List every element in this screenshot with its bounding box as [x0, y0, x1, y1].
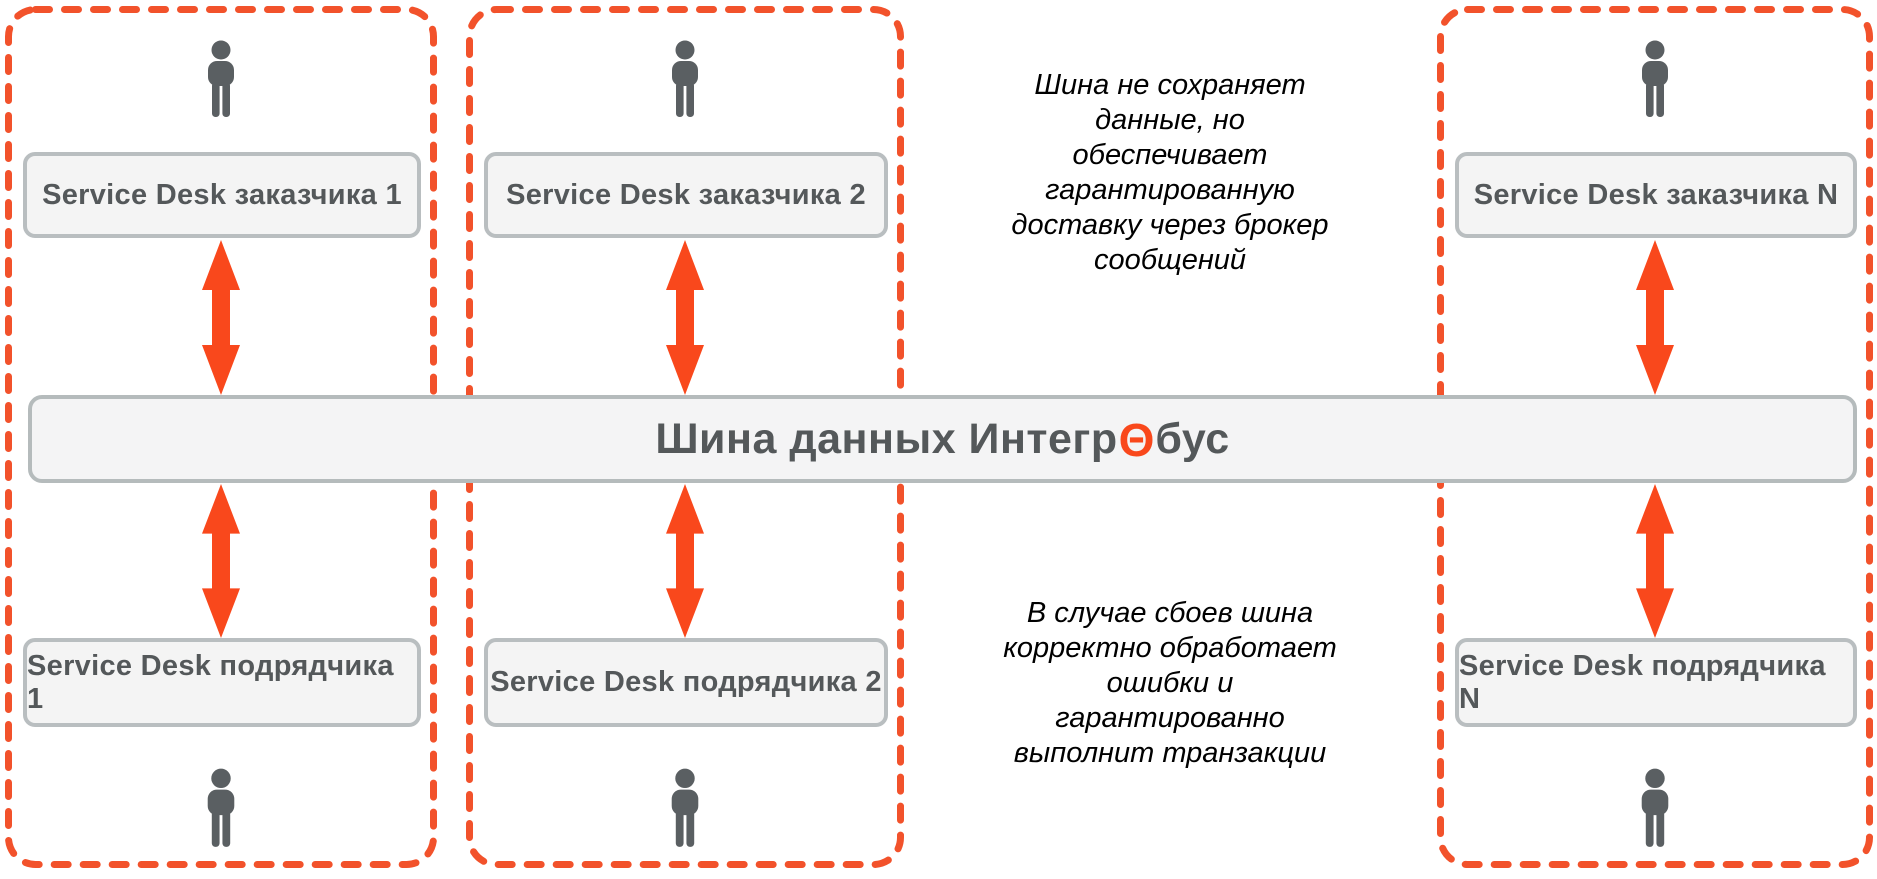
person-icon	[1633, 40, 1678, 123]
service-desk-customer-label-1: Service Desk заказчика 1	[42, 178, 402, 211]
bus-note-bottom: В случае сбоев шина корректно обработает…	[1003, 597, 1337, 769]
service-desk-customer-label-n: Service Desk заказчика N	[1473, 178, 1839, 211]
theta-logo-icon: Θ	[1118, 414, 1155, 466]
dashed-border	[1437, 6, 1873, 868]
column-customer-1: Service Desk заказчика 1 Service Desk по…	[5, 6, 437, 868]
column-customer-n: Service Desk заказчика N Service Desk по…	[1437, 6, 1873, 868]
service-desk-contractor-box-1: Service Desk подрядчика 1	[23, 638, 421, 727]
service-desk-customer-label-2: Service Desk заказчика 2	[506, 178, 866, 211]
service-desk-contractor-box-2: Service Desk подрядчика 2	[484, 638, 888, 727]
person-icon	[199, 40, 244, 123]
service-desk-customer-box-1: Service Desk заказчика 1	[23, 152, 421, 238]
bus-label-suffix: бус	[1155, 414, 1230, 463]
service-desk-contractor-label-2: Service Desk подрядчика 2	[490, 666, 882, 698]
service-desk-contractor-label-n: Service Desk подрядчика N	[1459, 649, 1826, 715]
bidirectional-arrow-icon	[1635, 484, 1675, 638]
data-bus-bar: Шина данных Интегр Θ бус	[28, 395, 1857, 483]
service-desk-customer-box-2: Service Desk заказчика 2	[484, 152, 888, 238]
column-customer-2: Service Desk заказчика 2 Service Desk по…	[466, 6, 904, 868]
bus-label-prefix: Шина данных Интегр	[655, 414, 1118, 463]
bidirectional-arrow-icon	[665, 240, 705, 395]
bidirectional-arrow-icon	[1635, 240, 1675, 395]
person-icon	[663, 768, 708, 853]
service-desk-contractor-label-1: Service Desk подрядчика 1	[27, 649, 394, 715]
bidirectional-arrow-icon	[665, 484, 705, 638]
bus-note-top: Шина не сохраняет данные, но обеспечивае…	[1011, 69, 1329, 276]
person-icon	[199, 768, 244, 853]
person-icon	[663, 40, 708, 123]
bidirectional-arrow-icon	[201, 240, 241, 395]
bidirectional-arrow-icon	[201, 484, 241, 638]
service-desk-customer-box-n: Service Desk заказчика N	[1455, 152, 1857, 238]
person-icon	[1633, 768, 1678, 853]
service-desk-contractor-box-n: Service Desk подрядчика N	[1455, 638, 1857, 727]
